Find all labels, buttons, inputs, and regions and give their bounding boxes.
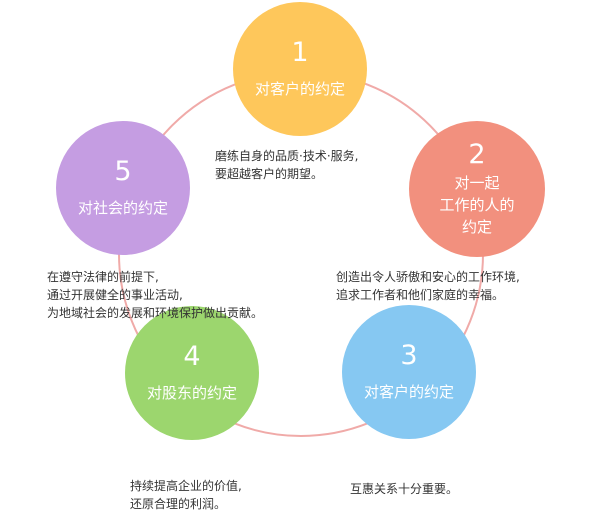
node-3-number: 3 [400,340,418,371]
description-line: 互惠关系十分重要。 [350,482,459,496]
node-5-description: 在遵守法律的前提下, 通过开展健全的事业活动, 为地域社会的发展和环境保护做出贡… [47,268,263,322]
description-line: 持续提高企业的价值, [130,479,242,493]
description-line: 磨练自身的品质·技术·服务, [215,149,359,163]
node-5-title-line: 对社会的约定 [77,199,168,217]
node-3-title: 对客户的约定 [364,381,454,403]
description-line: 要超越客户的期望。 [215,167,324,181]
node-4-title-line: 对股东的约定 [146,384,237,402]
node-4-description: 持续提高企业的价值, 还原合理的利润。 [130,477,242,513]
node-2-title: 对一起 工作的人的 约定 [439,172,514,238]
node-3-title-line: 对客户的约定 [363,383,454,401]
node-2-circle: 2 对一起 工作的人的 约定 [409,121,545,257]
node-5-circle: 5 对社会的约定 [56,121,190,255]
node-1-circle: 1 对客户的约定 [233,2,367,136]
node-4-number: 4 [183,341,201,372]
node-4-circle: 4 对股东的约定 [125,306,259,440]
description-line: 通过开展健全的事业活动, [47,288,183,302]
node-1-description: 磨练自身的品质·技术·服务, 要超越客户的期望。 [215,147,358,183]
description-line: 追求工作者和他们家庭的幸福。 [336,288,505,302]
description-line: 还原合理的利润。 [130,497,227,511]
node-2-title-line: 约定 [461,218,492,236]
node-3-description: 互惠关系十分重要。 [350,480,458,498]
description-line: 创造出令人骄傲和安心的工作环境, [336,270,520,284]
node-3-circle: 3 对客户的约定 [342,305,476,439]
description-line: 在遵守法律的前提下, [47,270,159,284]
node-5-number: 5 [114,156,132,187]
node-2-title-line: 对一起 [454,174,500,192]
node-2-description: 创造出令人骄傲和安心的工作环境, 追求工作者和他们家庭的幸福。 [336,268,520,304]
node-2-number: 2 [468,139,486,170]
node-1-title-line: 对客户的约定 [254,80,345,98]
node-1-number: 1 [291,37,309,68]
node-2-title-line: 工作的人的 [439,196,515,214]
node-4-title: 对股东的约定 [147,382,237,404]
node-5-title: 对社会的约定 [78,197,168,219]
node-1-title: 对客户的约定 [255,78,345,100]
description-line: 为地域社会的发展和环境保护做出贡献。 [47,306,264,320]
